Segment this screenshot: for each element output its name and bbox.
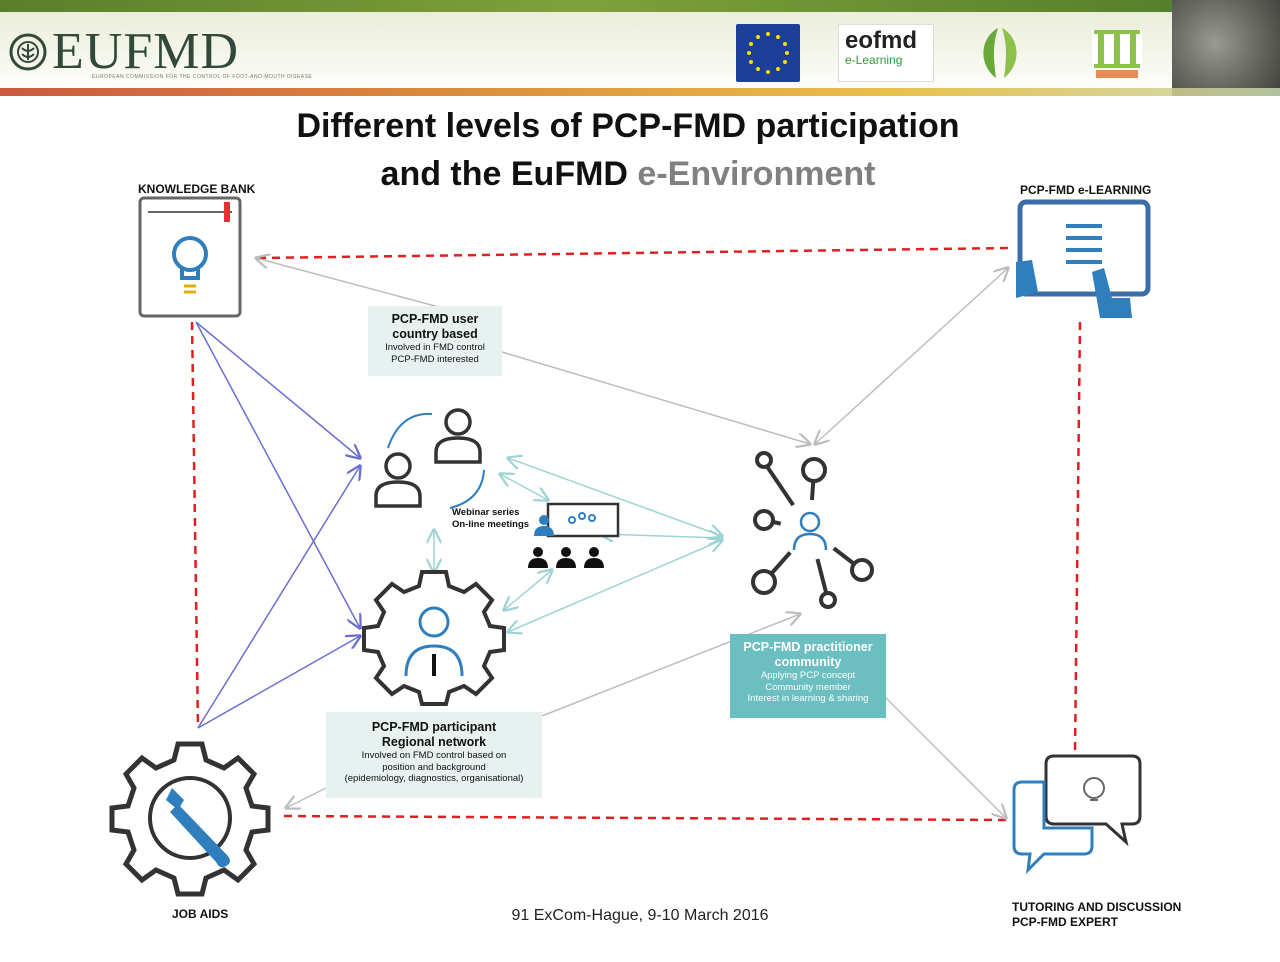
arrow-kb-to-user [195, 321, 360, 458]
red-line-left [190, 321, 200, 729]
purple-arrows [195, 321, 360, 729]
arrow-jobaids-to-user [197, 466, 360, 729]
tutoring-chat-icon [1012, 754, 1142, 875]
eu-flag-logo [736, 24, 800, 82]
red-line-bottom [283, 814, 1007, 822]
community-network-icon [751, 451, 874, 609]
webinar-label-2: On-line meetings [452, 519, 530, 530]
arrow-jobaids-to-participant [197, 636, 360, 729]
arrow-webinar-community [600, 534, 722, 538]
green-leaf-logo [972, 24, 1028, 82]
user-box-title-1: PCP-FMD user [391, 312, 479, 326]
arrow-participant-community [508, 540, 722, 632]
webinar-icon [528, 502, 620, 568]
header-banner: EUFMD EUROPEAN COMMISSION FOR THE CONTRO… [0, 0, 1280, 96]
knowledge-bank-book-icon [138, 196, 242, 318]
title-line-2: and the EuFMD e-Environment [0, 150, 1256, 198]
tutoring-label-line-1: TUTORING AND DISCUSSION [1012, 900, 1182, 914]
arrow-elearning-community [815, 268, 1008, 444]
community-box-sub-1: Applying PCP concept [760, 670, 856, 681]
eofmd-elearning-logo: eofmd e-Learning [838, 24, 934, 82]
knowledge-bank-label: KNOWLEDGE BANK [138, 182, 256, 196]
eufmd-logo: EUFMD [8, 22, 239, 82]
arrow-participant-webinar [504, 570, 552, 610]
eofmd-logo-name: eofmd [845, 27, 917, 54]
user-box-sub-1: Involved in FMD control [385, 342, 485, 353]
title-line-2-accent: e-Environment [637, 155, 876, 193]
participant-gear-icon [362, 570, 506, 706]
slide-title: Different levels of PCP-FMD participatio… [0, 102, 1256, 198]
elearning-tablet-icon [1016, 199, 1151, 318]
banner-top-stripe [0, 0, 1280, 12]
community-box-sub-3: Interest in learning & sharing [747, 693, 869, 704]
community-box-title-2: community [774, 655, 842, 669]
arrow-community-to-tutoring [885, 697, 1006, 818]
roman-three-icon [1092, 30, 1142, 78]
tutoring-label: TUTORING AND DISCUSSION PCP-FMD EXPERT [1012, 900, 1181, 930]
arrow-participant-to-community [541, 614, 800, 717]
participant-box-sub-1: Involved on FMD control based on [361, 750, 507, 761]
community-box-sub-2: Community member [765, 681, 851, 693]
job-aids-label: JOB AIDS [172, 907, 229, 921]
user-people-icon [374, 408, 485, 509]
banner-bottom-stripe [0, 88, 1280, 96]
title-line-1: Different levels of PCP-FMD participatio… [296, 107, 960, 145]
leaf-icon [983, 28, 1017, 78]
participant-info-box: PCP-FMD participant Regional network Inv… [326, 712, 542, 798]
community-box-title-1: PCP-FMD practitioner [743, 640, 873, 654]
participant-box-sub-2: position and background [382, 761, 486, 773]
elearning-label: PCP-FMD e-LEARNING [1020, 183, 1152, 197]
header-photo [1172, 0, 1280, 96]
arrow-user-community [508, 458, 722, 536]
webinar-label: Webinar series On-line meetings [452, 507, 529, 531]
eu-stars-icon [747, 32, 789, 74]
participant-box-title-1: PCP-FMD participant [371, 720, 497, 734]
teal-arrows [434, 458, 722, 632]
red-dashed-frame [190, 246, 1082, 822]
red-line-top [257, 246, 1011, 260]
participant-box-title-2: Regional network [381, 735, 487, 749]
arrow-user-webinar [500, 474, 548, 500]
arrow-participant-to-jobaids [286, 787, 327, 808]
arrow-user-to-community [501, 351, 810, 444]
user-info-box: PCP-FMD user country based Involved in F… [368, 306, 502, 376]
logo-subtitle: EUROPEAN COMMISSION FOR THE CONTROL OF F… [92, 74, 313, 80]
third-edition-logo [1088, 24, 1146, 82]
webinar-label-1: Webinar series [452, 507, 520, 518]
community-info-box: PCP-FMD practitioner community Applying … [730, 634, 886, 718]
slide-footer: 91 ExCom-Hague, 9-10 March 2016 [511, 907, 769, 924]
user-box-sub-2: PCP-FMD interested [391, 353, 479, 365]
fao-emblem-icon [9, 33, 47, 71]
title-line-2-main: and the EuFMD [380, 155, 638, 193]
red-line-right [1073, 321, 1082, 753]
arrow-kb-to-participant [195, 321, 360, 628]
user-box-title-2: country based [392, 327, 478, 341]
eofmd-logo-sub: e-Learning [845, 53, 903, 67]
logo-text: EUFMD [52, 23, 240, 80]
participant-box-sub-3: (epidemiology, diagnostics, organisation… [344, 773, 524, 784]
job-aids-wrench-icon [109, 741, 271, 897]
tutoring-label-line-2: PCP-FMD EXPERT [1012, 915, 1119, 929]
